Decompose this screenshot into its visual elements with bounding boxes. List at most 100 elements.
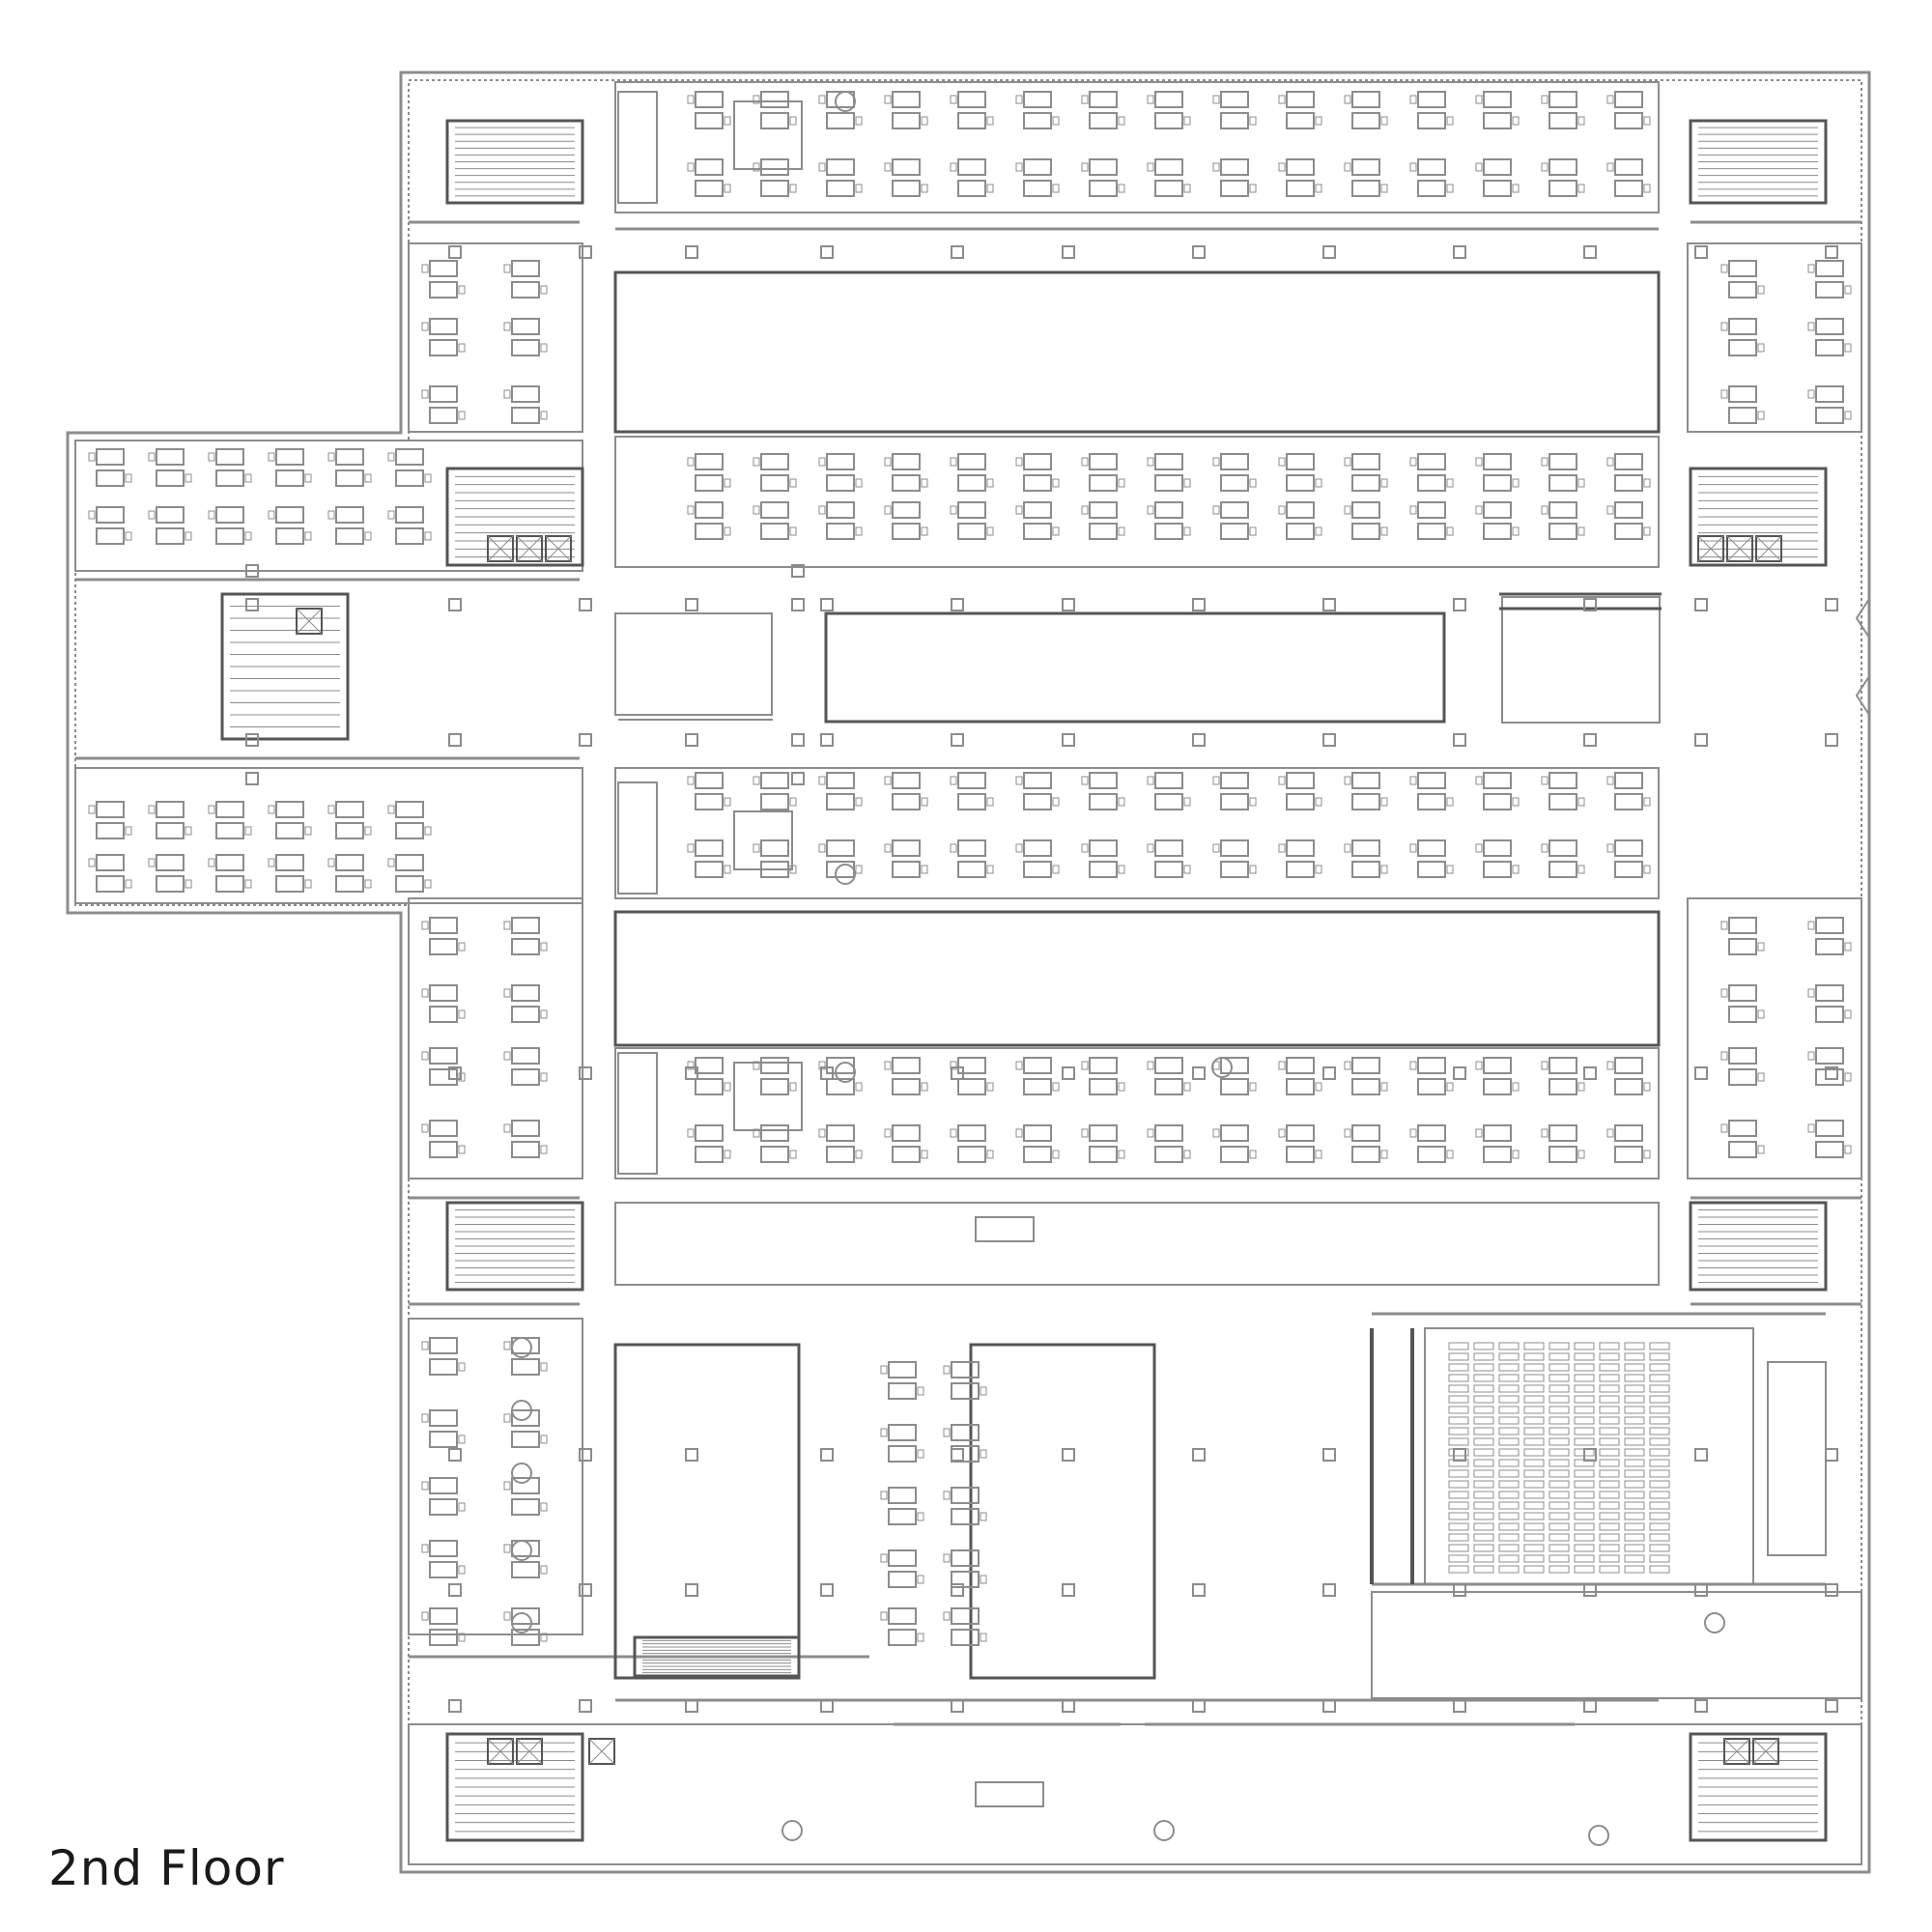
desk (1220, 839, 1249, 857)
chair (1183, 797, 1191, 807)
chair (1409, 457, 1417, 467)
chair (327, 452, 335, 462)
office-zone (408, 242, 583, 433)
chair (540, 1009, 548, 1019)
desk (1351, 793, 1380, 810)
column (685, 245, 698, 259)
desk (215, 527, 244, 545)
column (820, 733, 834, 747)
seat (1599, 1522, 1620, 1531)
chair (724, 478, 731, 488)
desk (1023, 474, 1052, 492)
desk (1154, 1124, 1183, 1142)
desk (1286, 501, 1315, 519)
desk (826, 772, 855, 789)
desk (957, 1146, 986, 1163)
seat (1473, 1374, 1494, 1382)
chair (724, 1150, 731, 1159)
round-table (835, 864, 856, 885)
chair (880, 1611, 888, 1621)
chair (458, 942, 466, 952)
elevator-x (296, 608, 323, 635)
seat (1473, 1342, 1494, 1350)
chair (1577, 865, 1585, 874)
chair (1475, 843, 1483, 853)
seat (1523, 1491, 1545, 1499)
chair (1052, 1082, 1060, 1092)
chair (1380, 478, 1388, 488)
chair (1844, 285, 1852, 295)
desk (429, 938, 458, 955)
seat (1473, 1544, 1494, 1552)
chair (1541, 457, 1548, 467)
stair-void (614, 612, 773, 716)
chair (458, 411, 466, 420)
desk (1154, 772, 1183, 789)
chair (244, 473, 252, 483)
desk (1417, 1057, 1446, 1074)
column (245, 598, 259, 611)
round-table (511, 1612, 532, 1634)
seat (1574, 1342, 1595, 1350)
desk (429, 984, 458, 1002)
desk (957, 839, 986, 857)
desk (429, 1120, 458, 1137)
desk (1089, 158, 1118, 176)
desk (888, 1629, 917, 1646)
desk (395, 527, 424, 545)
column (579, 1066, 592, 1080)
desk (1220, 772, 1249, 789)
desk (957, 112, 986, 129)
seat (1649, 1363, 1670, 1372)
desk (892, 453, 921, 470)
desk (1154, 1057, 1183, 1074)
chair (986, 478, 994, 488)
desk (1614, 158, 1643, 176)
desk (511, 1477, 540, 1494)
seat (1624, 1448, 1645, 1457)
chair (1577, 184, 1585, 193)
desk (1614, 523, 1643, 540)
desk (335, 854, 364, 871)
desk (1154, 793, 1183, 810)
chair (364, 473, 372, 483)
desk (429, 385, 458, 403)
seat (1523, 1374, 1545, 1382)
seat (1448, 1491, 1469, 1499)
desk (892, 1146, 921, 1163)
desk (96, 506, 125, 524)
seat (1498, 1554, 1520, 1563)
chair (1512, 184, 1520, 193)
desk (429, 281, 458, 298)
desk (511, 1607, 540, 1625)
chair (1577, 478, 1585, 488)
desk (1417, 793, 1446, 810)
chair (753, 505, 760, 515)
desk (1286, 523, 1315, 540)
seat (1599, 1363, 1620, 1372)
chair (917, 1449, 924, 1459)
auditorium-seating (1370, 1327, 1827, 1585)
chair (855, 526, 863, 536)
chair (1081, 505, 1089, 515)
chair (1052, 797, 1060, 807)
seat (1523, 1342, 1545, 1350)
chair (1643, 1150, 1651, 1159)
stage (1767, 1361, 1827, 1556)
desk (1089, 793, 1118, 810)
desk (951, 1361, 980, 1378)
desk (395, 506, 424, 524)
chair (1015, 1128, 1023, 1138)
column (1825, 245, 1838, 259)
chair (855, 865, 863, 874)
chair (1315, 478, 1322, 488)
seat (1548, 1437, 1570, 1446)
seat (1473, 1491, 1494, 1499)
desk (1089, 1078, 1118, 1095)
elevator-x (588, 1738, 615, 1765)
column (1453, 733, 1466, 747)
desk (892, 112, 921, 129)
chair (1757, 1145, 1765, 1154)
desk (826, 474, 855, 492)
chair (1446, 184, 1454, 193)
